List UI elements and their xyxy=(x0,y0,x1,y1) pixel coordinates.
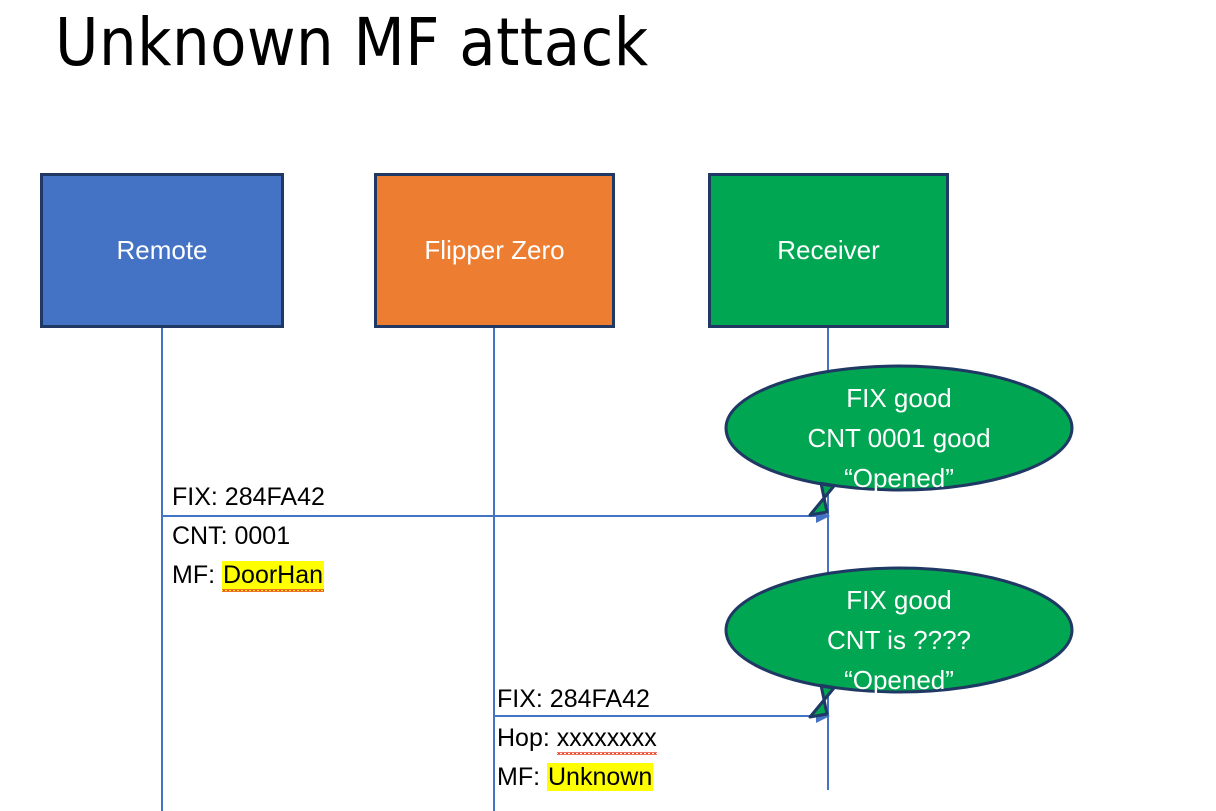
message-line: CNT: 0001 xyxy=(172,517,325,556)
message-line: FIX: 284FA42 xyxy=(497,680,657,719)
lifeline-receiver xyxy=(827,328,829,790)
message-line-value-highlighted: Unknown xyxy=(547,763,654,791)
message-line: MF: Unknown xyxy=(497,758,657,797)
message-line-value: 284FA42 xyxy=(549,685,650,713)
speech-bubble-receiver-1[interactable]: FIX good CNT 0001 good “Opened” xyxy=(724,364,1074,517)
actor-label-flipper-zero: Flipper Zero xyxy=(424,235,565,266)
page-title: Unknown MF attack xyxy=(55,4,649,81)
message-line-value-highlighted: DoorHan xyxy=(222,561,324,592)
message-line: FIX: 284FA42 xyxy=(172,478,325,517)
actor-box-remote[interactable]: Remote xyxy=(40,173,284,328)
speech-bubble-shape xyxy=(724,364,1074,517)
message-line-value: 284FA42 xyxy=(224,483,325,511)
message-line-label: CNT: xyxy=(172,522,235,550)
message-line-label: MF: xyxy=(172,561,222,589)
message-line-value: xxxxxxxx xyxy=(556,724,657,755)
message-line: MF: DoorHan xyxy=(172,556,325,595)
message-line-label: FIX: xyxy=(497,685,550,713)
lifeline-remote xyxy=(161,328,163,811)
message-line-label: Hop: xyxy=(497,724,557,752)
message-line-label: MF: xyxy=(497,763,547,791)
message-label-flipper-to-receiver: FIX: 284FA42 Hop: xxxxxxxx MF: Unknown xyxy=(497,680,657,797)
message-line-value: 0001 xyxy=(234,522,291,550)
speech-bubble-receiver-2[interactable]: FIX good CNT is ???? “Opened” xyxy=(724,566,1074,719)
message-label-remote-to-receiver: FIX: 284FA42 CNT: 0001 MF: DoorHan xyxy=(172,478,325,595)
message-line: Hop: xxxxxxxx xyxy=(497,719,657,758)
actor-box-receiver[interactable]: Receiver xyxy=(708,173,949,328)
actor-label-remote: Remote xyxy=(116,235,208,266)
message-line-label: FIX: xyxy=(172,483,225,511)
lifeline-flipper-zero xyxy=(493,328,495,811)
actor-label-receiver: Receiver xyxy=(777,235,880,266)
speech-bubble-shape xyxy=(724,566,1074,719)
actor-box-flipper-zero[interactable]: Flipper Zero xyxy=(374,173,615,328)
